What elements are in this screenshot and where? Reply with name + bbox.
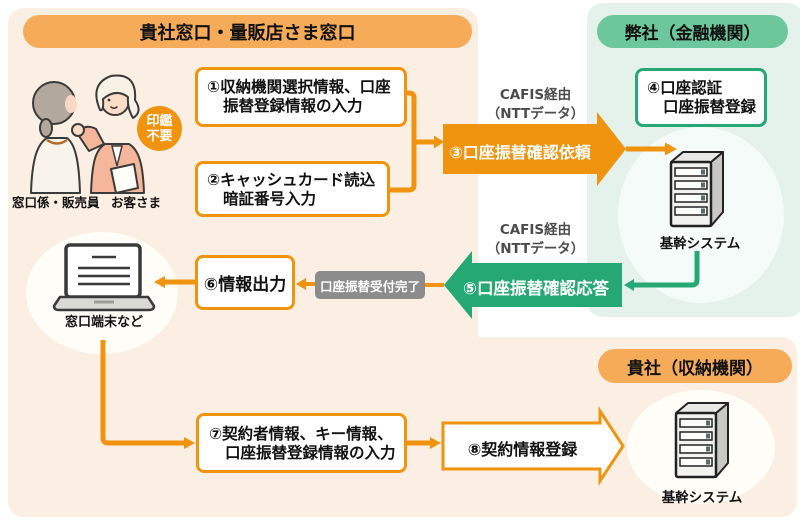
terminal-laptop-icon: [52, 243, 156, 312]
step7-box: ⑦契約者情報、キー情報、 口座振替登録情報の入力: [196, 413, 407, 473]
step4-line1: ④口座認証: [647, 79, 723, 97]
agency-header-label: 貴社（収納機関）: [627, 358, 763, 379]
step3-label: ③口座振替確認依頼: [449, 143, 591, 162]
cafis2-line2: （NTTデータ）: [486, 241, 585, 257]
cafis-caption-request: CAFIS経由 （NTTデータ）: [483, 86, 588, 124]
customer-label: お客さま: [110, 195, 161, 210]
bank-header-label: 弊社（金融機関）: [624, 24, 761, 44]
cafis2-line1: CAFIS経由: [499, 222, 572, 238]
step7-line1: ⑦契約者情報、キー情報、: [209, 425, 393, 443]
bank-header-pill: 弊社（金融機関）: [597, 15, 788, 48]
receipt-complete-label: 口座振替受付完了: [319, 278, 420, 294]
step2-line2: 暗証番号入力: [223, 190, 317, 208]
step4-box: ④口座認証 口座振替登録: [635, 68, 767, 127]
bank-core-server-icon: [669, 151, 724, 228]
step1-box: ①収納機関選択情報、口座 振替登録情報の入力: [195, 67, 407, 127]
agency-core-server-icon: [674, 402, 729, 479]
step1-line2: 振替登録情報の入力: [223, 97, 363, 115]
step7-line2: 口座振替登録情報の入力: [225, 444, 396, 462]
step5-label: ⑤口座振替確認応答: [463, 279, 609, 298]
bank-core-label: 基幹システム: [659, 236, 741, 252]
counter-header-label: 貴社窓口・量販店さま窓口: [139, 22, 356, 44]
step2-line1: ②キャッシュカード読込: [207, 171, 376, 189]
cafis-caption-response: CAFIS経由 （NTTデータ）: [483, 221, 588, 259]
no-seal-line2: 不要: [146, 128, 173, 144]
cafis1-line2: （NTTデータ）: [486, 106, 585, 122]
clerk-label: 窓口係・販売員: [12, 195, 100, 210]
terminal-label: 窓口端末など: [64, 315, 143, 330]
receipt-complete-badge: 口座振替受付完了: [315, 271, 425, 299]
no-seal-line1: 印鑑: [146, 113, 173, 129]
agency-header-pill: 貴社（収納機関）: [598, 349, 792, 383]
counter-header-pill: 貴社窓口・量販店さま窓口: [23, 15, 472, 48]
cafis1-line1: CAFIS経由: [499, 87, 572, 103]
step8-label: ⑧契約情報登録: [467, 440, 578, 459]
agency-core-label: 基幹システム: [661, 490, 743, 506]
clerk-customer-illustration: [30, 74, 145, 194]
no-seal-badge: 印鑑 不要: [137, 106, 182, 151]
step6-label: ⑥情報出力: [203, 275, 287, 295]
step6-box: ⑥情報出力: [195, 255, 295, 310]
step1-line1: ①収納機関選択情報、口座: [207, 78, 391, 96]
step4-line2: 口座振替登録: [663, 98, 757, 116]
step2-box: ②キャッシュカード読込 暗証番号入力: [195, 161, 390, 217]
